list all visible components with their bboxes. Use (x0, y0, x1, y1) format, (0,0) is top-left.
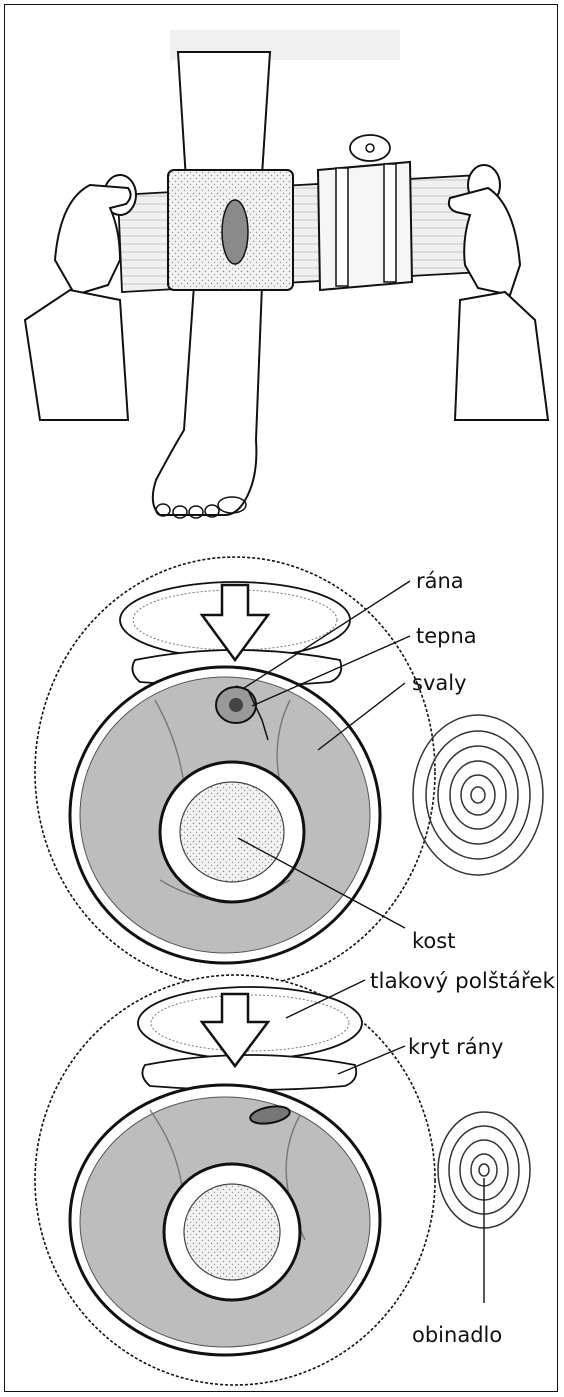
label-artery: tepna (416, 624, 477, 648)
wound-opening (222, 200, 248, 264)
right-sleeve (455, 292, 548, 420)
bone-marrow-2 (184, 1184, 280, 1280)
label-wound: rána (416, 569, 464, 593)
package-rib-left (336, 168, 348, 286)
left-sleeve (25, 290, 128, 420)
label-muscles: svaly (412, 671, 467, 695)
cross-section-1 (35, 557, 543, 987)
wound-cover-2 (142, 1055, 356, 1090)
upper-leg (178, 52, 270, 180)
bone-marrow (180, 782, 284, 882)
label-bone: kost (412, 929, 455, 953)
label-bandage: obinadlo (412, 1323, 502, 1347)
lower-leg-foot (153, 285, 262, 515)
label-wound-cover: kryt rány (408, 1035, 503, 1059)
package-rib-right (384, 164, 396, 282)
dressing-package (318, 162, 412, 290)
package-tab (350, 135, 390, 161)
leg-bandaging-illustration (25, 30, 548, 518)
left-hand (55, 185, 131, 295)
label-pressure-pad: tlakový polštářek (370, 969, 556, 993)
